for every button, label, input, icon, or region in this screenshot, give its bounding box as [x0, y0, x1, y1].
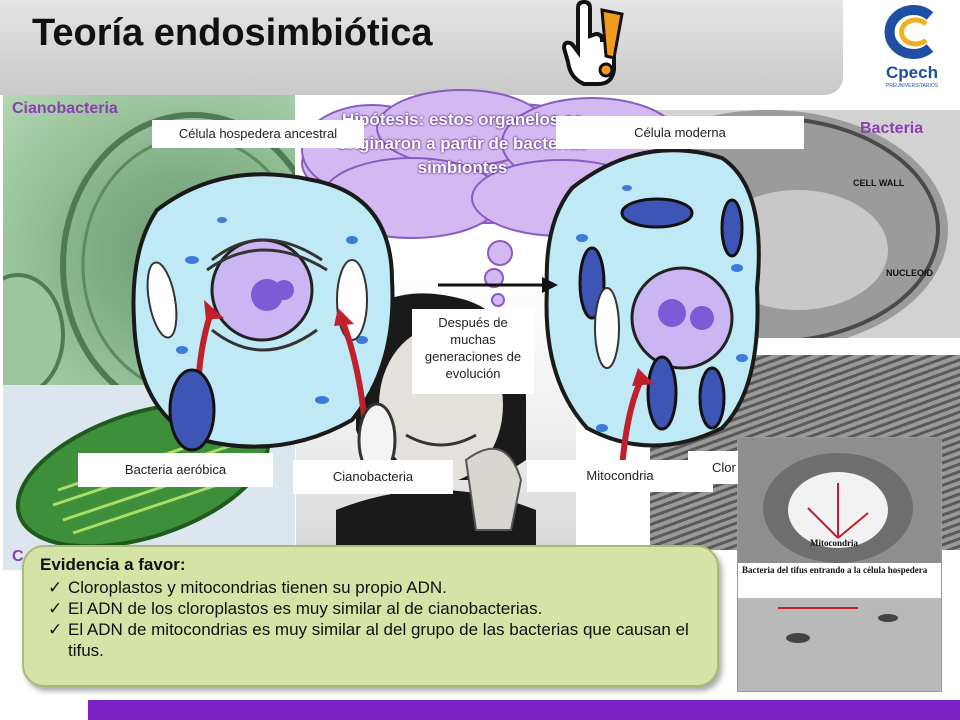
aerobic-bacteria-label: Bacteria aeróbica — [78, 453, 273, 487]
evidence-heading: Evidencia a favor: — [40, 555, 186, 574]
evidence-item: ✓ El ADN de los cloroplastos es muy simil… — [40, 598, 701, 619]
mitochondria-label: Mitocondria — [527, 460, 713, 492]
evolution-arrow-icon — [438, 277, 558, 293]
modern-cell-label: Célula moderna — [556, 116, 804, 149]
mitocondria-micro-label: Mitocondria — [810, 538, 858, 548]
hypothesis-text: Hipótesis: estos organelos se originaron… — [337, 110, 588, 177]
cpech-logo-icon — [884, 5, 934, 59]
bacteria-corner-label: Bacteria — [860, 120, 924, 137]
cyanobacteria-corner-label: Cianobacteria — [12, 100, 118, 117]
evidence-item: ✓ El ADN de mitocondrias es muy similar a… — [40, 619, 701, 661]
evidence-item-text: El ADN de mitocondrias es muy similar al… — [68, 620, 689, 660]
nucleoid-label: NUCLEOID — [886, 268, 933, 278]
chloroplast-label: Clor — [688, 451, 738, 484]
pointing-hand-exclamation-icon — [561, 0, 624, 86]
evidence-box: Evidencia a favor: ✓ Cloroplastos y mitoc… — [22, 545, 719, 687]
title-bar — [0, 0, 843, 95]
cpech-logo: Cpech PREUNIVERSITARIOS — [868, 4, 956, 89]
after-generations-label: Después de muchas generaciones de evoluc… — [412, 309, 534, 394]
checkmark-icon: ✓ — [48, 578, 63, 597]
ancestral-host-cell — [131, 172, 397, 478]
checkmark-icon: ✓ — [48, 620, 63, 639]
evidence-list: ✓ Cloroplastos y mitocondrias tienen su p… — [40, 577, 701, 661]
bottom-left-corner-label: C — [12, 548, 24, 565]
brand-name: Cpech — [886, 63, 938, 82]
bottom-bar — [88, 700, 960, 720]
evidence-item: ✓ Cloroplastos y mitocondrias tienen su p… — [40, 577, 701, 598]
evidence-item-text: Cloroplastos y mitocondrias tienen su pr… — [68, 578, 447, 597]
ancestral-cell-label: Célula hospedera ancestral — [152, 120, 364, 148]
checkmark-icon: ✓ — [48, 599, 63, 618]
typhus-micrograph: Mitocondria Bacteria del tifus entrando … — [737, 437, 942, 692]
page-title: Teoría endosimbiótica — [32, 12, 433, 54]
brand-subtitle: PREUNIVERSITARIOS — [885, 83, 939, 89]
evidence-item-text: El ADN de los cloroplastos es muy simila… — [68, 599, 543, 618]
cyanobacteria-label: Cianobacteria — [293, 460, 453, 494]
typhus-label: Bacteria del tifus entrando a la célula … — [742, 565, 932, 575]
cell-wall-label: CELL WALL — [853, 178, 905, 188]
modern-cell — [544, 148, 761, 468]
